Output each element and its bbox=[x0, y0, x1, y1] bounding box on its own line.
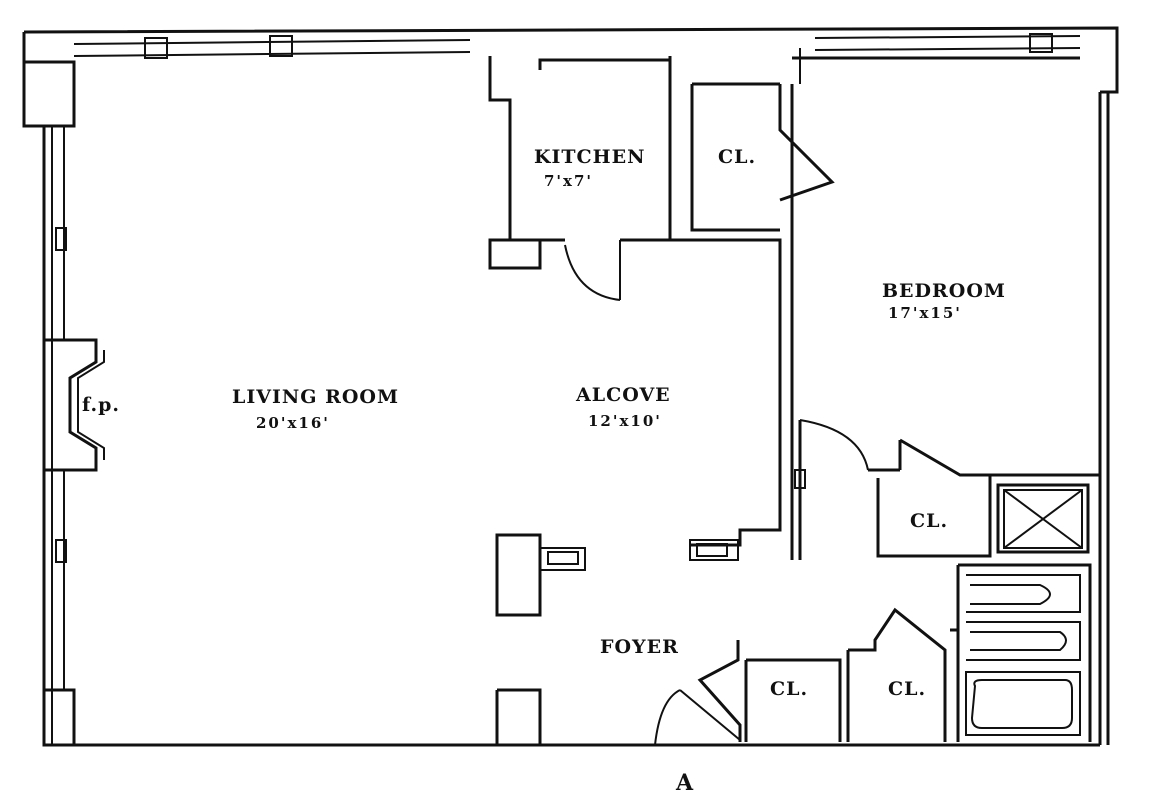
alcove-label: ALCOVE bbox=[576, 384, 671, 406]
outer-walls bbox=[22, 26, 1119, 747]
foyer-closet-walls bbox=[697, 607, 958, 742]
kitchen-closet-walls bbox=[670, 48, 1080, 560]
foyer-closet-right-label: CL. bbox=[888, 678, 927, 700]
kitchen-closet-label: CL. bbox=[718, 146, 757, 168]
living-room-label: LIVING ROOM bbox=[232, 386, 400, 408]
kitchen-size: 7'x7' bbox=[544, 172, 594, 190]
entrance-marker: A bbox=[676, 770, 695, 796]
entrance-door bbox=[654, 689, 741, 746]
bedroom-size: 17'x15' bbox=[888, 304, 962, 322]
bedroom-closet-label: CL. bbox=[910, 510, 949, 532]
interior-details bbox=[495, 533, 739, 745]
alcove-size: 12'x10' bbox=[588, 412, 662, 430]
fireplace-label: f.p. bbox=[82, 394, 121, 416]
kitchen-label: KITCHEN bbox=[534, 146, 646, 168]
fireplace bbox=[44, 338, 105, 472]
bathroom bbox=[956, 563, 1092, 742]
bedroom-label: BEDROOM bbox=[882, 280, 1006, 302]
bedroom-walls bbox=[794, 419, 1100, 560]
bedroom-closet-walls bbox=[876, 475, 1090, 558]
foyer-label: FOYER bbox=[600, 636, 679, 658]
foyer-closet-left-label: CL. bbox=[770, 678, 809, 700]
living-room-size: 20'x16' bbox=[256, 414, 330, 432]
